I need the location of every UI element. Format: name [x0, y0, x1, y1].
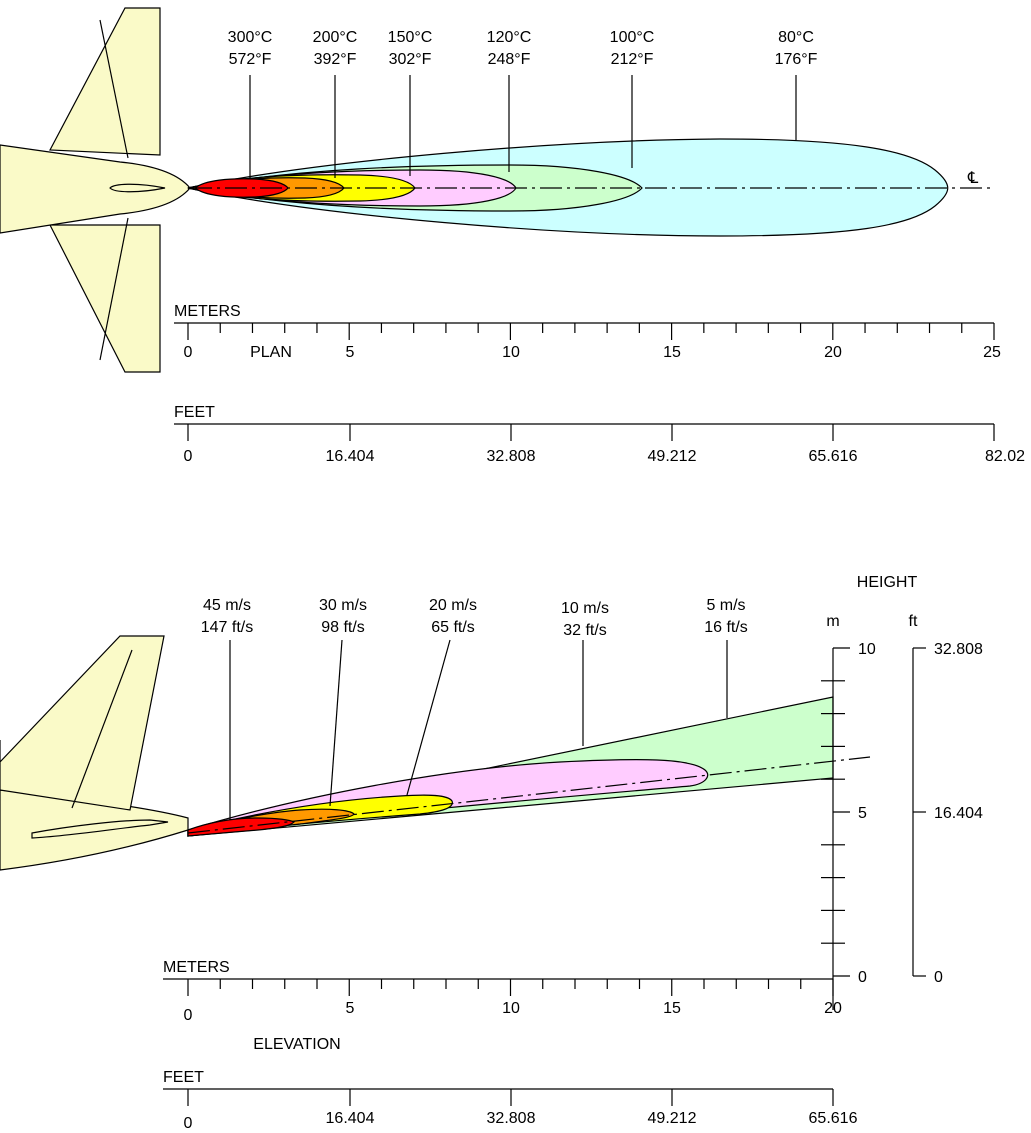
- height-unit-feet: ft: [909, 613, 918, 630]
- height-title: HEIGHT: [857, 574, 918, 591]
- elevation-plume-axis: [187, 756, 871, 834]
- aircraft-plan-lower-fin-hinge: [99, 217, 129, 361]
- elevation-meters-tick-label: 0: [184, 1007, 193, 1024]
- temp-label-c: 150°C: [388, 29, 433, 46]
- elevation-meters-tick-label: 5: [346, 1000, 355, 1017]
- elevation-view-label: ELEVATION: [253, 1036, 340, 1053]
- height-meters-tick-label: 10: [858, 641, 876, 658]
- plan-meters-tick-label: 20: [824, 344, 842, 361]
- temp-label-c: 100°C: [610, 29, 655, 46]
- plan-meters-tick-label: 0: [184, 344, 193, 361]
- temp-label-c: 200°C: [313, 29, 358, 46]
- height-meters-tick-label: 0: [858, 969, 867, 986]
- height-feet-tick-label: 16.404: [934, 805, 983, 822]
- plan-meters-tick-label: 25: [983, 344, 1001, 361]
- plan-view: ℄ 300°C 572°F 200°C 392°F 150°C 302°F 12…: [0, 7, 1025, 465]
- plan-feet-tick-label: 32.808: [487, 448, 536, 465]
- elevation-feet-tick-label: 49.212: [648, 1110, 697, 1127]
- height-scale: HEIGHT m ft 10 5 0 32.808 16.404 0: [821, 574, 983, 1010]
- temp-label-c: 120°C: [487, 29, 532, 46]
- plan-meters-scale: METERS 0 5 10 15 20 25 PLAN: [174, 303, 1001, 361]
- elevation-meters-tick-label: 10: [502, 1000, 520, 1017]
- velocity-label-ms: 45 m/s: [203, 597, 251, 614]
- aircraft-side-view: [0, 635, 189, 871]
- plan-feet-title: FEET: [174, 404, 215, 421]
- plan-meters-title: METERS: [174, 303, 241, 320]
- aircraft-plan-nozzle: [109, 183, 166, 193]
- plan-feet-tick-label: 49.212: [648, 448, 697, 465]
- leader-20ms: [406, 639, 451, 796]
- elevation-feet-tick-label: 65.616: [809, 1110, 858, 1127]
- velocity-label-ms: 5 m/s: [706, 597, 745, 614]
- aircraft-side-engine-pod: [31, 819, 169, 839]
- elevation-velocity-leaders: [229, 639, 728, 820]
- plan-feet-scale: FEET 0 16.404 32.808 49.212 65.616 82.02: [174, 404, 1025, 465]
- aircraft-plan-upper-fin: [49, 7, 161, 156]
- velocity-label-ms: 30 m/s: [319, 597, 367, 614]
- plan-temperature-leaders: [249, 75, 797, 178]
- velocity-label-ms: 10 m/s: [561, 600, 609, 617]
- aircraft-plan-lower-fin: [49, 224, 161, 373]
- velocity-label-fts: 98 ft/s: [321, 619, 365, 636]
- temp-label-c: 80°C: [778, 29, 814, 46]
- elevation-feet-tick-label: 32.808: [487, 1110, 536, 1127]
- plan-meters-ticks: [187, 323, 995, 340]
- aircraft-side-fin-hinge: [71, 649, 133, 809]
- plan-feet-tick-label: 65.616: [809, 448, 858, 465]
- plan-view-label: PLAN: [250, 344, 292, 361]
- plan-meters-tick-label: 15: [663, 344, 681, 361]
- elevation-feet-title: FEET: [163, 1069, 204, 1086]
- plan-meters-tick-label: 5: [346, 344, 355, 361]
- height-feet-tick-label: 0: [934, 969, 943, 986]
- elevation-meters-tick-label: 15: [663, 1000, 681, 1017]
- elevation-velocity-labels: 45 m/s 147 ft/s 30 m/s 98 ft/s 20 m/s 65…: [201, 597, 748, 639]
- plan-feet-tick-label: 0: [184, 448, 193, 465]
- plan-feet-tick-label: 16.404: [326, 448, 375, 465]
- plan-temperature-labels: 300°C 572°F 200°C 392°F 150°C 302°F 120°…: [228, 29, 818, 68]
- height-meters-tick-label: 5: [858, 805, 867, 822]
- aircraft-side-tail-fin: [0, 635, 165, 811]
- elevation-feet-scale: FEET 0 16.404 32.808 49.212 65.616: [163, 1069, 858, 1132]
- plan-feet-tick-label: 82.02: [985, 448, 1025, 465]
- temp-label-f: 212°F: [611, 51, 654, 68]
- velocity-label-fts: 16 ft/s: [704, 619, 748, 636]
- height-meters-ticks: [821, 647, 850, 977]
- temp-label-f: 392°F: [314, 51, 357, 68]
- velocity-label-fts: 147 ft/s: [201, 619, 253, 636]
- elevation-meters-title: METERS: [163, 959, 230, 976]
- centerline-symbol: ℄: [967, 170, 979, 187]
- elevation-meters-tick-label: 20: [824, 1000, 842, 1017]
- leader-30ms: [329, 639, 343, 807]
- elevation-view: 45 m/s 147 ft/s 30 m/s 98 ft/s 20 m/s 65…: [0, 574, 983, 1132]
- temp-label-f: 248°F: [488, 51, 531, 68]
- elevation-feet-tick-label: 0: [184, 1115, 193, 1132]
- height-feet-tick-label: 32.808: [934, 641, 983, 658]
- velocity-label-fts: 32 ft/s: [563, 622, 607, 639]
- temp-label-f: 572°F: [229, 51, 272, 68]
- temp-label-f: 176°F: [775, 51, 818, 68]
- elevation-meters-ticks: [187, 979, 834, 996]
- plan-meters-tick-label: 10: [502, 344, 520, 361]
- elevation-meters-scale: METERS 0 5 10 15 20 ELEVATION: [163, 959, 842, 1053]
- temp-label-f: 302°F: [389, 51, 432, 68]
- height-unit-meters: m: [826, 613, 839, 630]
- aircraft-plan-upper-fin-hinge: [99, 19, 129, 159]
- temp-label-c: 300°C: [228, 29, 273, 46]
- elevation-feet-tick-label: 16.404: [326, 1110, 375, 1127]
- aircraft-plan-view: [0, 7, 191, 373]
- velocity-label-ms: 20 m/s: [429, 597, 477, 614]
- velocity-label-fts: 65 ft/s: [431, 619, 475, 636]
